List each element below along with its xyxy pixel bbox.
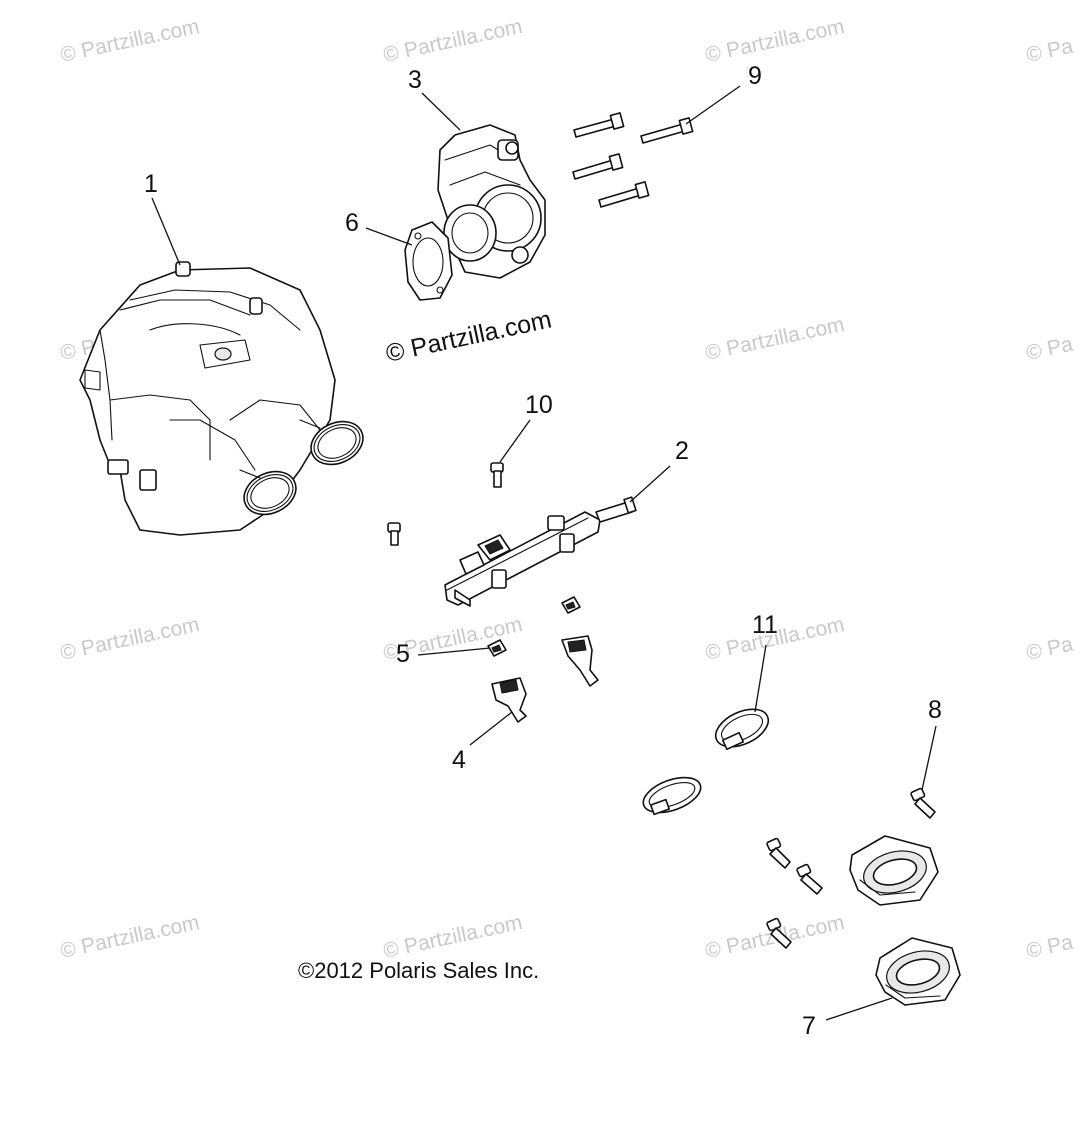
- part-9-bolts[interactable]: [572, 112, 694, 208]
- rail-clip: [477, 534, 511, 561]
- intake-port: [310, 420, 364, 466]
- part-5-clips[interactable]: [487, 596, 581, 657]
- callout-9[interactable]: 9: [748, 62, 762, 90]
- watermark: © Pa: [1024, 35, 1075, 67]
- watermark: © Partzilla.com: [58, 15, 201, 67]
- part-3-throttle-body[interactable]: [437, 124, 546, 279]
- part-11-clamp[interactable]: [639, 771, 706, 820]
- callout-8[interactable]: 8: [928, 696, 942, 724]
- watermark: © Pa: [1024, 931, 1075, 963]
- leader-5: [417, 647, 491, 656]
- leader-10: [499, 419, 531, 463]
- part-1-cylinder-head[interactable]: [79, 261, 370, 536]
- callout-5[interactable]: 5: [396, 640, 410, 668]
- screw: [387, 522, 401, 546]
- bolt: [598, 181, 650, 208]
- bolt: [766, 917, 792, 949]
- callouts: 1 2 3 4 5 6 7 8 9 10 11: [144, 62, 942, 1040]
- watermark: © Partzilla.com: [381, 15, 524, 67]
- part-4-injector[interactable]: [491, 677, 527, 723]
- leader-11: [754, 644, 767, 713]
- callout-2[interactable]: 2: [675, 437, 689, 465]
- leader-2: [629, 465, 671, 503]
- screw: [490, 462, 504, 488]
- callout-6[interactable]: 6: [345, 209, 359, 237]
- part-4-injector[interactable]: [561, 635, 599, 687]
- bolt: [766, 837, 791, 869]
- callout-11[interactable]: 11: [752, 611, 778, 639]
- copyright-notice: ©2012 Polaris Sales Inc.: [298, 958, 539, 983]
- part-8-bolts[interactable]: [766, 787, 936, 949]
- watermark: © Partzilla.com: [58, 911, 201, 963]
- leader-6: [365, 227, 413, 246]
- callout-1[interactable]: 1: [144, 170, 158, 198]
- part-2-fuel-rail[interactable]: [444, 496, 637, 607]
- watermark: © Partzilla.com: [381, 911, 524, 963]
- bolt: [572, 153, 624, 180]
- leader-4: [469, 711, 513, 746]
- callout-3[interactable]: 3: [408, 66, 422, 94]
- watermark: © Pa: [1024, 333, 1075, 365]
- intake-port: [243, 470, 297, 516]
- leader-lines: [151, 85, 937, 1021]
- leader-7: [825, 997, 893, 1021]
- part-10-screws[interactable]: [387, 462, 504, 546]
- center-watermark: © Partzilla.com: [383, 305, 554, 367]
- watermark: © Partzilla.com: [703, 15, 846, 67]
- bolt: [796, 863, 823, 895]
- bolt: [573, 112, 625, 138]
- callout-7[interactable]: 7: [802, 1012, 816, 1040]
- watermark: © Pa: [1024, 633, 1075, 665]
- leader-1: [151, 197, 181, 266]
- leader-8: [921, 725, 937, 791]
- leader-9: [685, 85, 741, 125]
- part-6-gasket[interactable]: [404, 221, 453, 301]
- part-7-intake-boot[interactable]: [849, 835, 939, 906]
- bolt: [910, 787, 936, 819]
- leader-3: [421, 92, 461, 131]
- watermark: © Partzilla.com: [58, 613, 201, 665]
- callout-4[interactable]: 4: [452, 746, 466, 774]
- callout-10[interactable]: 10: [525, 391, 553, 419]
- part-7-intake-boot[interactable]: [875, 937, 961, 1006]
- watermark: © Partzilla.com: [703, 313, 846, 365]
- part-11-clamp[interactable]: [710, 702, 774, 755]
- bolt: [640, 117, 694, 144]
